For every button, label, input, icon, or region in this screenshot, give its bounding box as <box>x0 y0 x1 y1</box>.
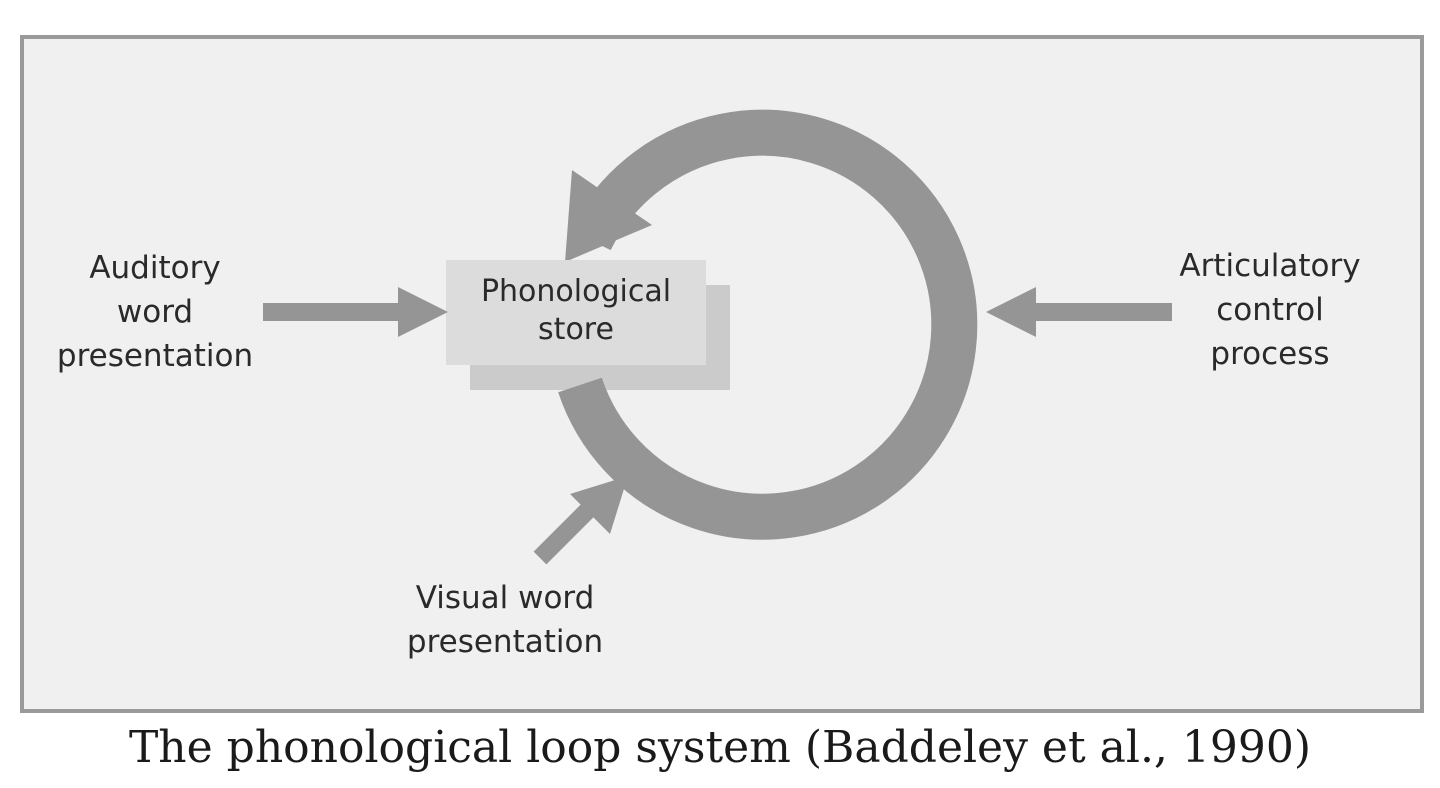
articulatory-label-line2: control <box>1216 292 1324 328</box>
store-box-front <box>446 260 706 365</box>
visual-label-line1: Visual word <box>415 580 595 616</box>
auditory-arrow-shaft <box>263 303 403 321</box>
visual-label-line2: presentation <box>406 624 604 660</box>
auditory-label-line1: Auditory <box>89 250 221 286</box>
store-label: Phonological store <box>446 273 706 349</box>
articulatory-label-line3: process <box>1210 336 1330 372</box>
visual-arrow-shaft <box>533 496 602 565</box>
auditory-label: Auditory word presentation <box>45 246 265 378</box>
auditory-arrowhead <box>398 287 448 337</box>
store-label-line2: store <box>538 312 614 347</box>
auditory-label-line2: word <box>116 294 194 330</box>
articulatory-arrowhead <box>986 287 1036 337</box>
articulatory-label: Articulatory control process <box>1160 244 1380 376</box>
figure-caption: The phonological loop system (Baddeley e… <box>128 722 1312 773</box>
auditory-label-line3: presentation <box>56 338 254 374</box>
visual-arrowhead <box>570 476 628 534</box>
articulatory-arrow-shaft <box>1030 303 1172 321</box>
articulatory-label-line1: Articulatory <box>1179 248 1361 284</box>
rehearsal-loop-arrowhead <box>565 170 652 262</box>
store-label-line1: Phonological <box>480 274 672 309</box>
rehearsal-loop-arrow <box>558 109 978 540</box>
visual-label: Visual word presentation <box>395 576 615 664</box>
